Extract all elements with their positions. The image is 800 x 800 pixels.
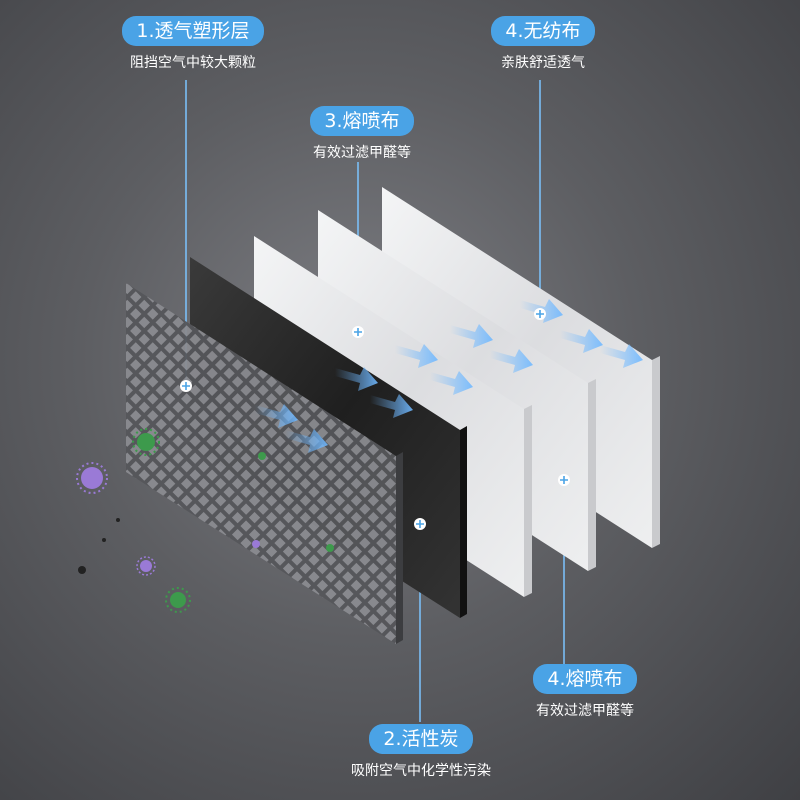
callout-title: 1.透气塑形层 [122,16,263,46]
plus-icon [180,380,192,392]
particle-dot [116,518,120,522]
particle-dot [252,540,260,548]
callout-desc: 亲肤舒适透气 [468,52,618,72]
plus-icon [534,308,546,320]
callout-title: 4.无纺布 [491,16,594,46]
callout-desc: 有效过滤甲醛等 [510,700,660,720]
particle-dot [258,452,266,460]
callout-layer-2: 2.活性炭 吸附空气中化学性污染 [326,724,516,780]
callout-desc: 阻挡空气中较大颗粒 [108,52,278,72]
callout-desc: 有效过滤甲醛等 [287,142,437,162]
callout-title: 4.熔喷布 [533,664,636,694]
particle-dot [102,538,106,542]
particle-dot [78,566,86,574]
virus-icon [77,463,107,493]
callout-layer-4-top: 4.无纺布 亲肤舒适透气 [468,16,618,72]
callout-title: 3.熔喷布 [310,106,413,136]
callout-layer-4-bottom: 4.熔喷布 有效过滤甲醛等 [510,664,660,720]
callout-title: 2.活性炭 [369,724,472,754]
virus-icon [166,588,190,612]
plus-icon [352,326,364,338]
callout-layer-1: 1.透气塑形层 阻挡空气中较大颗粒 [108,16,278,72]
virus-icon [137,557,155,575]
plus-icon [414,518,426,530]
callout-layer-3: 3.熔喷布 有效过滤甲醛等 [287,106,437,162]
plus-icon [558,474,570,486]
callout-desc: 吸附空气中化学性污染 [326,760,516,780]
particle-dot [326,544,334,552]
